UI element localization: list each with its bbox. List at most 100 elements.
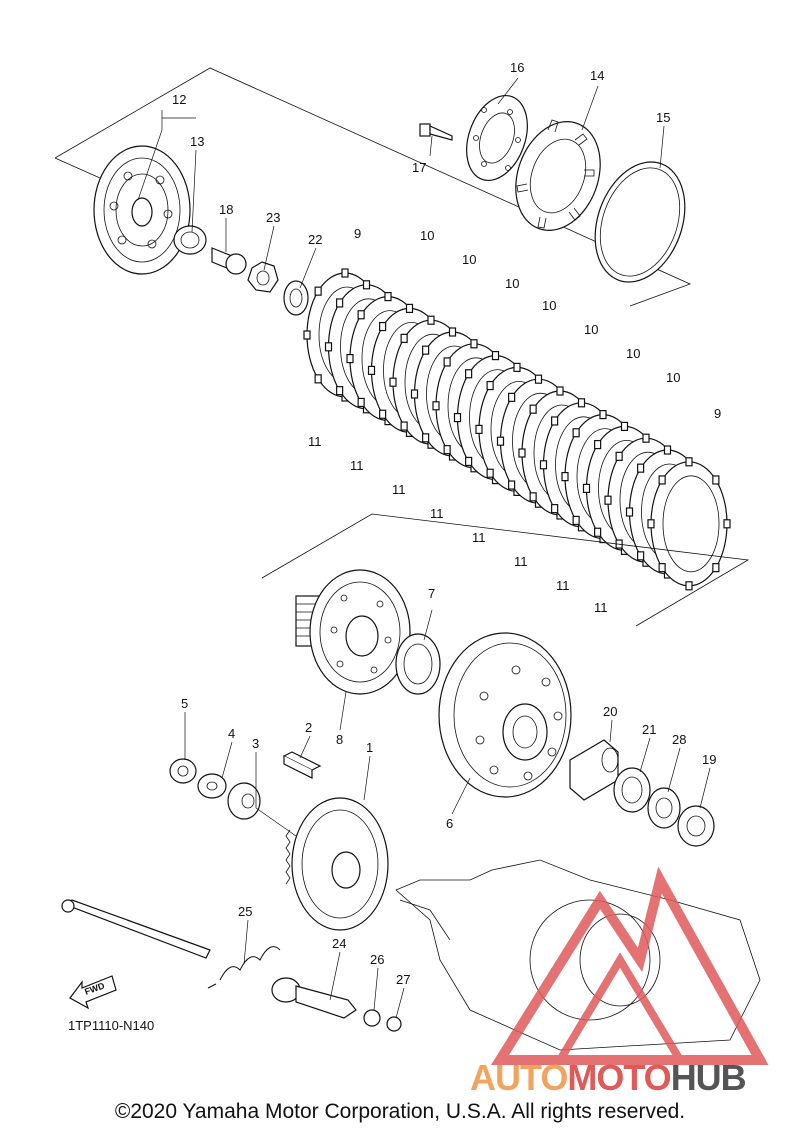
plate-tab <box>551 504 559 514</box>
label-8: 8 <box>336 732 343 747</box>
needle-bearing <box>613 767 651 813</box>
watermark-word-moto: MOTO <box>567 1057 670 1098</box>
watermark-word-hub: HUB <box>671 1057 746 1098</box>
plate-tab <box>615 451 623 461</box>
label-5: 5 <box>181 696 188 711</box>
plate-tab <box>723 519 731 529</box>
plate-tab <box>508 392 516 402</box>
plate-tab <box>685 457 693 467</box>
plate-tab <box>362 280 371 290</box>
plate-tab <box>572 515 580 526</box>
clutch-plate-stack <box>303 268 731 591</box>
crankcase-outline <box>395 859 761 1051</box>
plate-tab <box>400 421 408 431</box>
plate-tab <box>594 439 602 450</box>
diagram-code: 1TP1110-N140 <box>68 1018 154 1033</box>
thrust-plate <box>677 805 715 847</box>
label-16: 16 <box>510 60 524 75</box>
plate-tab <box>400 333 408 343</box>
label-21: 21 <box>642 722 656 737</box>
plate-tab <box>427 315 435 325</box>
label-11-g: 11 <box>556 578 570 593</box>
label-4: 4 <box>228 726 235 741</box>
plate-tab <box>712 475 720 485</box>
watermark-logo <box>490 866 769 1065</box>
label-9-top: 9 <box>354 226 361 241</box>
plate-tab <box>379 321 387 332</box>
plate-tab <box>405 303 414 313</box>
plate-tab <box>572 428 580 438</box>
label-7: 7 <box>428 586 435 601</box>
label-14: 14 <box>590 68 604 83</box>
plate-tab <box>448 327 457 337</box>
washer <box>283 280 309 316</box>
plate-tab <box>529 404 537 414</box>
spacer <box>395 633 441 695</box>
plate-tab <box>336 298 344 308</box>
plate-tab <box>486 468 494 478</box>
label-10-f: 10 <box>626 346 640 361</box>
plate-tab <box>620 421 629 431</box>
label-11-a: 11 <box>308 434 322 449</box>
plate-tab <box>357 397 365 408</box>
primary-driven-gear <box>295 569 411 695</box>
plate-tab <box>379 409 387 419</box>
plate-tab <box>303 330 311 340</box>
plate-tab <box>367 365 376 375</box>
label-10-d: 10 <box>542 298 556 313</box>
label-22: 22 <box>308 232 322 247</box>
plate-tab <box>432 401 440 411</box>
straight-key <box>282 751 322 779</box>
plate-tab <box>496 436 505 446</box>
plate-tab <box>346 354 354 364</box>
label-26: 26 <box>370 952 384 967</box>
nut <box>247 261 279 293</box>
plate-tab <box>604 495 612 505</box>
plate-tab <box>314 374 322 384</box>
watermark-text: AUTOMOTOHUB <box>470 1057 746 1098</box>
label-27: 27 <box>396 972 410 987</box>
plate-tab <box>486 380 494 391</box>
label-10-c: 10 <box>505 276 519 291</box>
label-11-e: 11 <box>472 530 486 545</box>
plate-tab <box>422 345 430 355</box>
plate-tab <box>443 357 451 367</box>
plate-tab <box>658 563 666 573</box>
label-11-b: 11 <box>350 458 364 473</box>
plate-tab <box>513 362 521 372</box>
plate-tab <box>529 492 537 502</box>
plate <box>466 94 528 182</box>
plate-tab <box>658 475 666 485</box>
label-3: 3 <box>252 736 259 751</box>
plate-tab <box>465 456 473 467</box>
plate-tab <box>384 292 392 302</box>
label-13: 13 <box>190 134 204 149</box>
thrust-washer <box>647 787 681 829</box>
parts-diagram: FWD 1TP1110-N140 12 13 18 23 22 9 10 10 … <box>54 60 769 1098</box>
primary-drive-gear <box>285 797 389 931</box>
plate-tab <box>465 369 473 379</box>
plate-tab <box>577 398 586 408</box>
label-11-h: 11 <box>594 600 608 615</box>
label-9-bottom: 9 <box>714 406 721 421</box>
top-panel-outline <box>54 67 692 307</box>
plate-tab <box>508 480 516 490</box>
middle-panel-outline <box>261 513 750 627</box>
label-23: 23 <box>266 210 280 225</box>
plate-tab <box>470 339 478 349</box>
label-11-c: 11 <box>392 482 406 497</box>
label-20: 20 <box>603 704 617 719</box>
plate-tab <box>625 507 634 517</box>
gear-collar <box>227 782 261 820</box>
leader-lines <box>137 77 711 1019</box>
label-19: 19 <box>702 752 716 767</box>
circlip <box>386 1016 402 1032</box>
plate-tab <box>539 460 548 470</box>
label-6: 6 <box>446 816 453 831</box>
plate-tab <box>551 416 559 426</box>
label-10-a: 10 <box>420 228 434 243</box>
label-15: 15 <box>656 110 670 125</box>
label-10-b: 10 <box>462 252 476 267</box>
watermark-word-auto: AUTO <box>470 1057 567 1098</box>
